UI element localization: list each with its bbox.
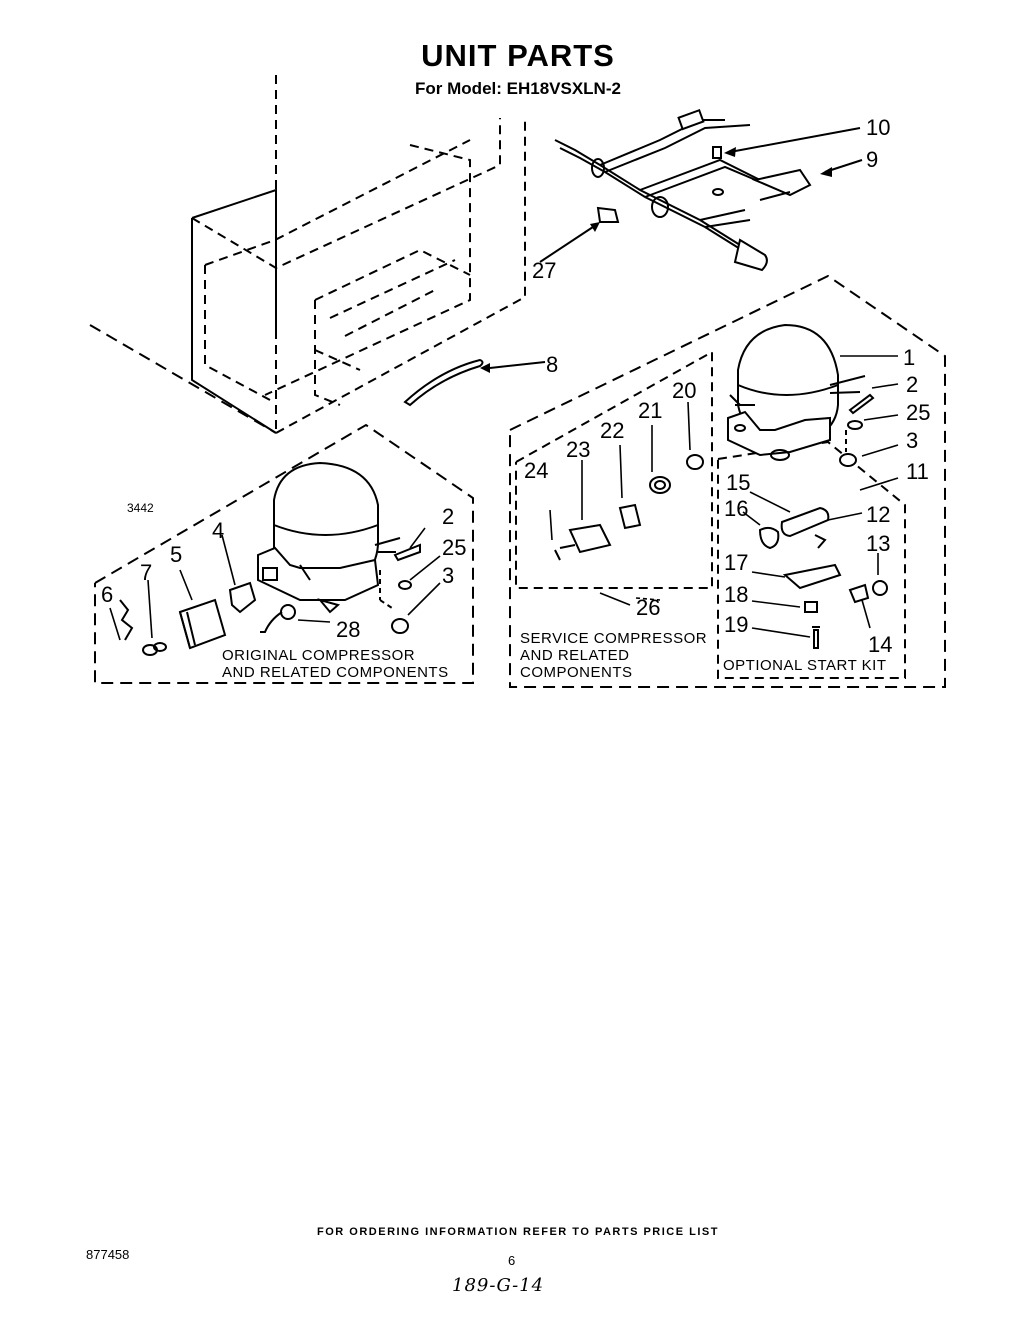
- callout-1: 1: [903, 345, 915, 370]
- callout-3a: 3: [906, 428, 918, 453]
- start-kit-parts: [758, 506, 888, 649]
- callout-5: 5: [170, 542, 182, 567]
- callout-14: 14: [868, 632, 892, 657]
- callout-19: 19: [724, 612, 748, 637]
- original-compressor-outline: [94, 423, 474, 684]
- part-8-drier: [403, 358, 546, 407]
- callout-2a: 2: [906, 372, 918, 397]
- service-box-label-3: COMPONENTS: [520, 664, 633, 681]
- wiring-harness: [554, 108, 812, 272]
- callout-4: 4: [212, 518, 224, 543]
- document-number: 877458: [86, 1247, 130, 1262]
- page-title: UNIT PARTS: [421, 38, 615, 73]
- callout-25b: 25: [442, 535, 466, 560]
- page-number: 6: [508, 1253, 516, 1268]
- callout-20: 20: [672, 378, 696, 403]
- original-box-label-1: ORIGINAL COMPRESSOR: [222, 647, 415, 664]
- callout-12: 12: [866, 502, 890, 527]
- cabinet-outline: [89, 75, 526, 435]
- callout-25a: 25: [906, 400, 930, 425]
- callout-9: 9: [866, 147, 878, 172]
- service-compressor-outline: [509, 274, 946, 688]
- callout-16: 16: [724, 496, 748, 521]
- callout-27: 27: [532, 258, 556, 283]
- callout-24: 24: [524, 458, 548, 483]
- ordering-info-note: FOR ORDERING INFORMATION REFER TO PARTS …: [317, 1226, 719, 1238]
- service-related-box: [515, 350, 713, 589]
- callout-21: 21: [638, 398, 662, 423]
- service-box-label-2: AND RELATED: [520, 647, 629, 664]
- callout-15: 15: [726, 470, 750, 495]
- callout-7: 7: [140, 560, 152, 585]
- callout-17: 17: [724, 550, 748, 575]
- service-compressor: [727, 323, 866, 461]
- handwritten-note: 189-G-14: [452, 1275, 545, 1296]
- model-subtitle: For Model: EH18VSXLN-2: [415, 79, 621, 98]
- callout-labels: 10 9 27 8 1 2 25 3 11 15 16 12 13 17 18 …: [101, 115, 930, 681]
- callout-23: 23: [566, 437, 590, 462]
- service-box-label-1: SERVICE COMPRESSOR: [520, 630, 707, 647]
- callout-28: 28: [336, 617, 360, 642]
- callout-18: 18: [724, 582, 748, 607]
- callout-2b: 2: [442, 504, 454, 529]
- callout-11: 11: [906, 459, 929, 484]
- callout-26: 26: [636, 595, 660, 620]
- callout-10: 10: [866, 115, 890, 140]
- callout-3b: 3: [442, 563, 454, 588]
- callout-8: 8: [546, 352, 558, 377]
- callout-6: 6: [101, 582, 113, 607]
- figure-code: 3442: [127, 501, 154, 515]
- start-kit-label: OPTIONAL START KIT: [723, 657, 886, 674]
- callout-13: 13: [866, 531, 890, 556]
- original-box-label-2: AND RELATED COMPONENTS: [222, 664, 449, 681]
- leader-lines: [109, 355, 899, 641]
- callout-22: 22: [600, 418, 624, 443]
- original-compressor: [257, 461, 401, 614]
